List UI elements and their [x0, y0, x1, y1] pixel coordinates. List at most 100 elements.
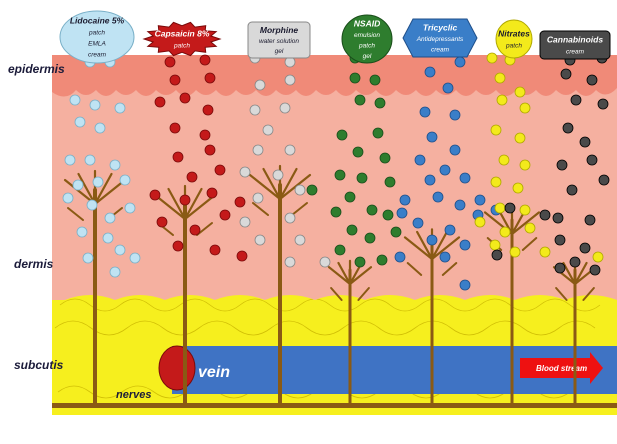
capsaicin-particle — [179, 92, 191, 104]
cannabinoids-label-line: cream — [566, 49, 585, 56]
tricyclic-particle — [396, 207, 408, 219]
lidocaine-particle — [82, 252, 94, 264]
nerve-ending-5 — [403, 228, 461, 407]
nsaid-particle — [306, 184, 318, 196]
tricyclic-particle — [394, 251, 406, 263]
capsaicin-particle — [214, 164, 226, 176]
nitrates-particle — [499, 226, 511, 238]
tricyclic-particle — [414, 154, 426, 166]
nerve-branch — [337, 261, 352, 286]
capsaicin-particle — [219, 209, 231, 221]
morphine-particle — [252, 192, 264, 204]
capsaicin-particle — [199, 54, 211, 66]
nsaid-particles — [306, 52, 402, 268]
morphine-particle — [294, 234, 306, 246]
capsaicin-particle — [149, 189, 161, 201]
nerve-branch — [67, 207, 84, 221]
nitrates-particle — [496, 94, 508, 106]
nitrates-particle — [519, 159, 531, 171]
morphine-particle — [252, 144, 264, 156]
nerve-branch — [330, 287, 343, 301]
tricyclic-label-line: cream — [431, 47, 450, 54]
nsaid-label-line: emulsion — [354, 32, 380, 39]
nerve-branch — [183, 187, 203, 221]
lidocaine-particle — [76, 226, 88, 238]
cannabinoids-particle — [586, 154, 598, 166]
tricyclic-particle — [449, 144, 461, 156]
cannabinoids-particle — [552, 212, 564, 224]
lidocaine-particle — [92, 176, 104, 188]
nerve-branch — [521, 237, 538, 251]
nsaid-particle — [334, 169, 346, 181]
nerve-branch — [357, 287, 370, 301]
nerve-branch — [416, 230, 434, 261]
nsaid-particle — [354, 94, 366, 106]
lidocaine-particle — [119, 174, 131, 186]
nerve-branch — [153, 193, 187, 221]
cannabinoids-particle — [491, 249, 503, 261]
blood-stream-label: Blood stream — [536, 364, 587, 373]
cannabinoids-particle — [554, 234, 566, 246]
nerve-branch — [291, 202, 308, 216]
nerve-endings — [63, 164, 598, 407]
cannabinoids-particle — [566, 184, 578, 196]
tricyclic-badge-shape — [402, 18, 478, 58]
tricyclic-particle — [424, 66, 436, 78]
epidermis-layer — [52, 55, 617, 97]
cannabinoids-particle — [556, 159, 568, 171]
capsaicin-particle — [199, 129, 211, 141]
nitrates-particle — [592, 251, 604, 263]
capsaicin-particle — [206, 187, 218, 199]
cannabinoids-particle — [584, 214, 596, 226]
capsaicin-badge-shape — [142, 21, 222, 57]
nsaid-particle — [352, 146, 364, 158]
tricyclic-particle — [439, 251, 451, 263]
capsaicin-particle — [236, 250, 248, 262]
cannabinoids-particle — [589, 264, 601, 276]
nsaid-particle — [390, 226, 402, 238]
lidocaine-particle — [89, 99, 101, 111]
lidocaine-particle — [64, 154, 76, 166]
epidermis-label: epidermis — [8, 62, 65, 76]
nitrates-particle — [494, 72, 506, 84]
nerve-branch — [555, 287, 568, 301]
morphine-particle — [284, 144, 296, 156]
morphine-particle — [272, 169, 284, 181]
tricyclic-particle — [426, 234, 438, 246]
nerve-branch — [562, 261, 577, 286]
lidocaine-particle — [104, 212, 116, 224]
cannabinoids-particle — [598, 174, 610, 186]
lidocaine-particle — [86, 199, 98, 211]
nsaid-particle — [369, 74, 381, 86]
morphine-particle — [319, 256, 331, 268]
lidocaine-particle — [124, 202, 136, 214]
nitrates-particles — [474, 52, 604, 263]
nsaid-particle — [354, 256, 366, 268]
nitrates-particle — [514, 132, 526, 144]
cannabinoids-particle — [562, 122, 574, 134]
tricyclic-label-line: Antidepressants — [416, 36, 464, 43]
nerve-branch — [430, 236, 461, 261]
nsaid-particle — [356, 172, 368, 184]
tricyclic-particle — [426, 131, 438, 143]
tricyclic-particle — [474, 194, 486, 206]
capsaicin-particle — [164, 56, 176, 68]
lidocaine-particle — [109, 266, 121, 278]
nerve-ending-2 — [153, 184, 217, 407]
lidocaine-particle — [114, 102, 126, 114]
nitrates-particle — [509, 246, 521, 258]
nsaid-label-line: patch — [358, 42, 375, 49]
cannabinoids-particle — [570, 94, 582, 106]
lidocaine-particle — [69, 94, 81, 106]
nitrates-particle — [486, 52, 498, 64]
morphine-label-line: Morphine — [260, 25, 299, 35]
tricyclic-particle — [419, 106, 431, 118]
lidocaine-particle — [84, 154, 96, 166]
nerve-branch — [406, 262, 423, 276]
nsaid-particle — [372, 127, 384, 139]
nitrates-particle — [474, 216, 486, 228]
dermis-label: dermis — [14, 257, 54, 271]
